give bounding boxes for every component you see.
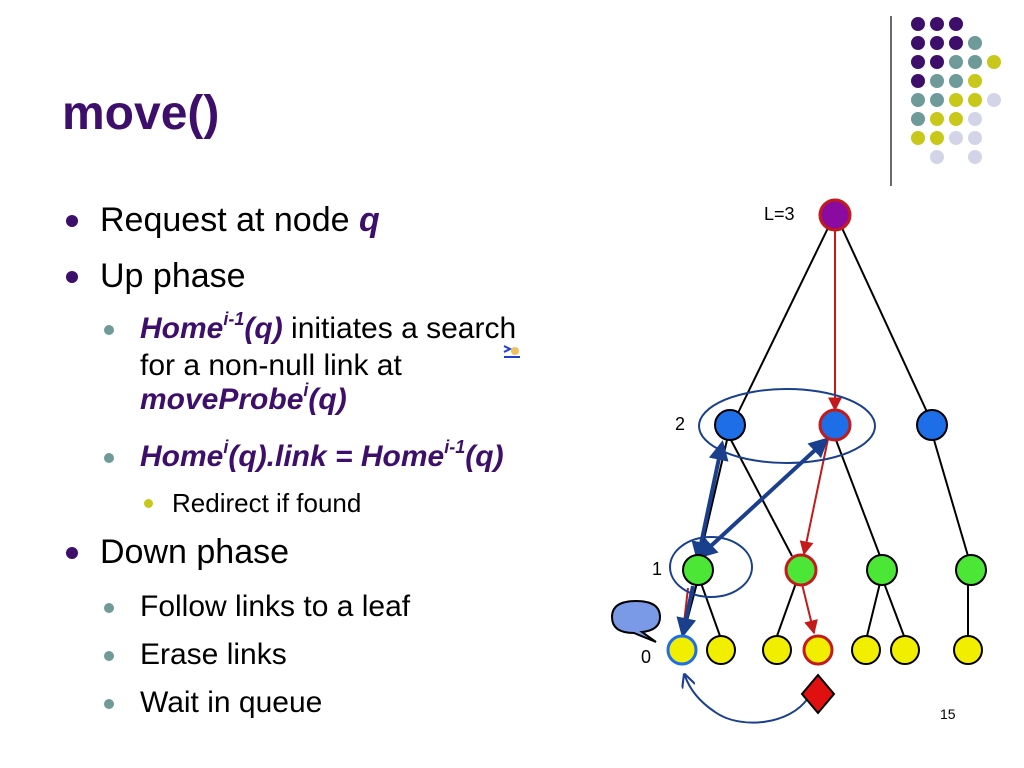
decor-dot bbox=[911, 74, 925, 88]
decor-dot bbox=[930, 36, 944, 50]
node-level2-mid bbox=[818, 408, 852, 442]
node-leaf-6 bbox=[890, 635, 920, 665]
decor-dot bbox=[987, 55, 1001, 69]
level-label-1: 1 bbox=[652, 559, 662, 579]
decor-dot bbox=[968, 131, 982, 145]
slide-title: move() bbox=[62, 87, 220, 140]
decor-dot bbox=[930, 17, 944, 31]
decor-dot bbox=[949, 74, 963, 88]
decor-dot bbox=[930, 150, 944, 164]
node-level2-left bbox=[714, 409, 746, 441]
node-leaf-3 bbox=[762, 635, 792, 665]
decorative-divider bbox=[890, 16, 892, 186]
node-level2-right bbox=[916, 409, 948, 441]
decor-dot bbox=[987, 93, 1001, 107]
bullet-request: Request at node q bbox=[66, 201, 380, 239]
decor-dot bbox=[968, 55, 982, 69]
decor-dot bbox=[911, 55, 925, 69]
decor-dot bbox=[930, 112, 944, 126]
node-leaf-5 bbox=[851, 635, 881, 665]
tree-nodes bbox=[666, 198, 987, 666]
decor-dot bbox=[949, 131, 963, 145]
node-leaf-7 bbox=[953, 635, 983, 665]
decor-dot bbox=[949, 17, 963, 31]
decor-dot bbox=[911, 36, 925, 50]
level1-group-ellipse bbox=[669, 536, 753, 598]
level-label-0: 0 bbox=[641, 647, 651, 667]
decor-dot bbox=[930, 74, 944, 88]
node-level1-b bbox=[784, 553, 818, 587]
decor-dot bbox=[911, 131, 925, 145]
decor-dot bbox=[930, 55, 944, 69]
node-leaf-2 bbox=[706, 635, 736, 665]
bullet-follow-links: Follow links to a leaf bbox=[103, 590, 411, 623]
speech-bubble-icon bbox=[610, 599, 662, 643]
decor-dot bbox=[930, 93, 944, 107]
node-level1-d bbox=[955, 554, 987, 586]
decor-dot bbox=[949, 36, 963, 50]
decor-dot bbox=[930, 131, 944, 145]
node-leaf-4 bbox=[802, 634, 834, 666]
level-label-root: L=3 bbox=[764, 204, 795, 224]
bullet-down-phase: Down phase bbox=[65, 533, 290, 571]
decor-dot bbox=[968, 36, 982, 50]
bullet-home-search: Homei-1(q) initiates a search for a non-… bbox=[104, 309, 620, 420]
page-number: 15 bbox=[940, 706, 956, 722]
bullet-wait-queue: Wait in queue bbox=[103, 686, 323, 719]
request-diamond-icon bbox=[800, 673, 836, 715]
decorative-dot-grid bbox=[911, 17, 1001, 164]
bullet-erase-links: Erase links bbox=[104, 638, 287, 671]
decor-dot bbox=[911, 112, 925, 126]
bullet-home-link: Homei(q).link = Homei-1(q) bbox=[104, 437, 504, 477]
queue-curve bbox=[685, 676, 809, 724]
decor-dot bbox=[968, 93, 982, 107]
decor-dot bbox=[968, 150, 982, 164]
decor-dot bbox=[968, 112, 982, 126]
node-level1-c bbox=[866, 554, 898, 586]
level2-group-ellipse bbox=[698, 388, 876, 464]
bullet-up-phase: Up phase bbox=[66, 257, 246, 295]
decor-dot bbox=[968, 74, 982, 88]
bullet-redirect: Redirect if found bbox=[143, 488, 362, 518]
node-root bbox=[818, 198, 852, 232]
level-label-2: 2 bbox=[675, 414, 685, 434]
node-level1-a bbox=[682, 554, 714, 586]
decor-dot bbox=[911, 93, 925, 107]
decor-dot bbox=[949, 112, 963, 126]
decor-dot bbox=[949, 55, 963, 69]
decor-dot bbox=[911, 17, 925, 31]
node-leaf-q bbox=[666, 634, 698, 666]
action-link-icon[interactable] bbox=[503, 344, 521, 360]
decor-dot bbox=[949, 93, 963, 107]
